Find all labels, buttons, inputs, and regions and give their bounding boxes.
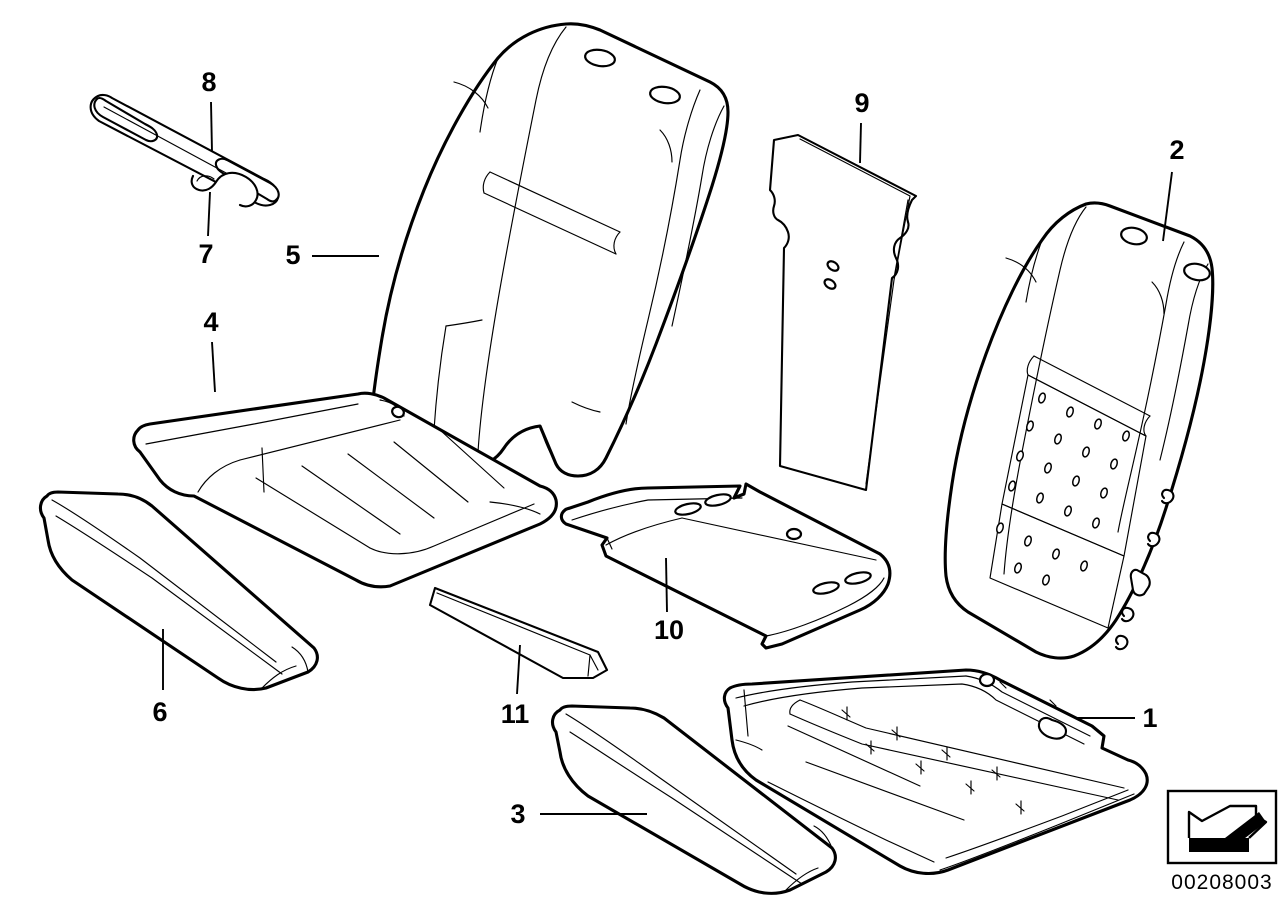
callout-leaders bbox=[162, 101, 1173, 815]
mat-slot-hole bbox=[844, 571, 872, 585]
mat-slot-hole bbox=[812, 581, 840, 595]
leader-8 bbox=[210, 101, 213, 153]
part-backrest-heating-mat bbox=[768, 133, 918, 492]
leader-11 bbox=[516, 644, 521, 695]
diagram-id-label: 00208003 bbox=[1171, 871, 1272, 894]
callout-label-1: 1 bbox=[1142, 703, 1157, 733]
diagram-id-box: 00208003 bbox=[1166, 789, 1278, 894]
callout-label-4: 4 bbox=[203, 307, 218, 337]
part-backrest-cover bbox=[368, 22, 730, 478]
headrest-guide-hole bbox=[1120, 226, 1148, 246]
callout-label-11: 11 bbox=[501, 699, 530, 729]
callout-label-10: 10 bbox=[654, 615, 684, 645]
mat-slot-hole bbox=[674, 502, 702, 516]
callout-label-8: 8 bbox=[201, 67, 216, 97]
callout-label-2: 2 bbox=[1169, 135, 1184, 165]
ventilation-perforations bbox=[996, 392, 1130, 586]
callout-label-5: 5 bbox=[285, 240, 300, 270]
wire-pass-hole bbox=[823, 278, 837, 290]
part-thigh-support-cushion bbox=[38, 490, 319, 692]
mat-slot-hole bbox=[704, 493, 732, 507]
part-seat-pan-heating-mat bbox=[559, 482, 892, 650]
leader-9 bbox=[859, 122, 862, 164]
part-backrest-foam-pad bbox=[943, 201, 1215, 660]
headrest-guide-hole bbox=[649, 85, 681, 105]
bent-arrow-icon bbox=[1187, 804, 1268, 852]
callout-label-6: 6 bbox=[152, 697, 167, 727]
headrest-guide-hole bbox=[584, 48, 616, 68]
part-side-bolster-cushion-lower bbox=[550, 704, 837, 895]
part-flat-wedge-spacer-panel bbox=[428, 586, 609, 680]
foam-wire-clips bbox=[841, 681, 1057, 815]
leader-10 bbox=[665, 557, 668, 613]
cover-fastener-hole bbox=[391, 405, 405, 419]
foam-fastener-hole bbox=[978, 672, 996, 688]
leader-7 bbox=[207, 191, 211, 237]
wire-pass-hole bbox=[826, 260, 840, 272]
headrest-guide-hole bbox=[1183, 262, 1211, 282]
leader-4 bbox=[211, 341, 216, 393]
callout-label-9: 9 bbox=[854, 88, 869, 118]
part-seat-cushion-foam-pad bbox=[722, 668, 1149, 876]
callout-numbers: 1 2 3 4 5 6 7 8 9 10 11 bbox=[152, 67, 1184, 829]
leader-2 bbox=[1162, 171, 1173, 242]
part-seat-cushion-cover bbox=[132, 391, 558, 589]
callout-label-3: 3 bbox=[510, 799, 525, 829]
callout-label-7: 7 bbox=[198, 239, 213, 269]
part-retaining-hook-clip bbox=[190, 171, 259, 208]
mat-round-hole bbox=[785, 527, 803, 541]
